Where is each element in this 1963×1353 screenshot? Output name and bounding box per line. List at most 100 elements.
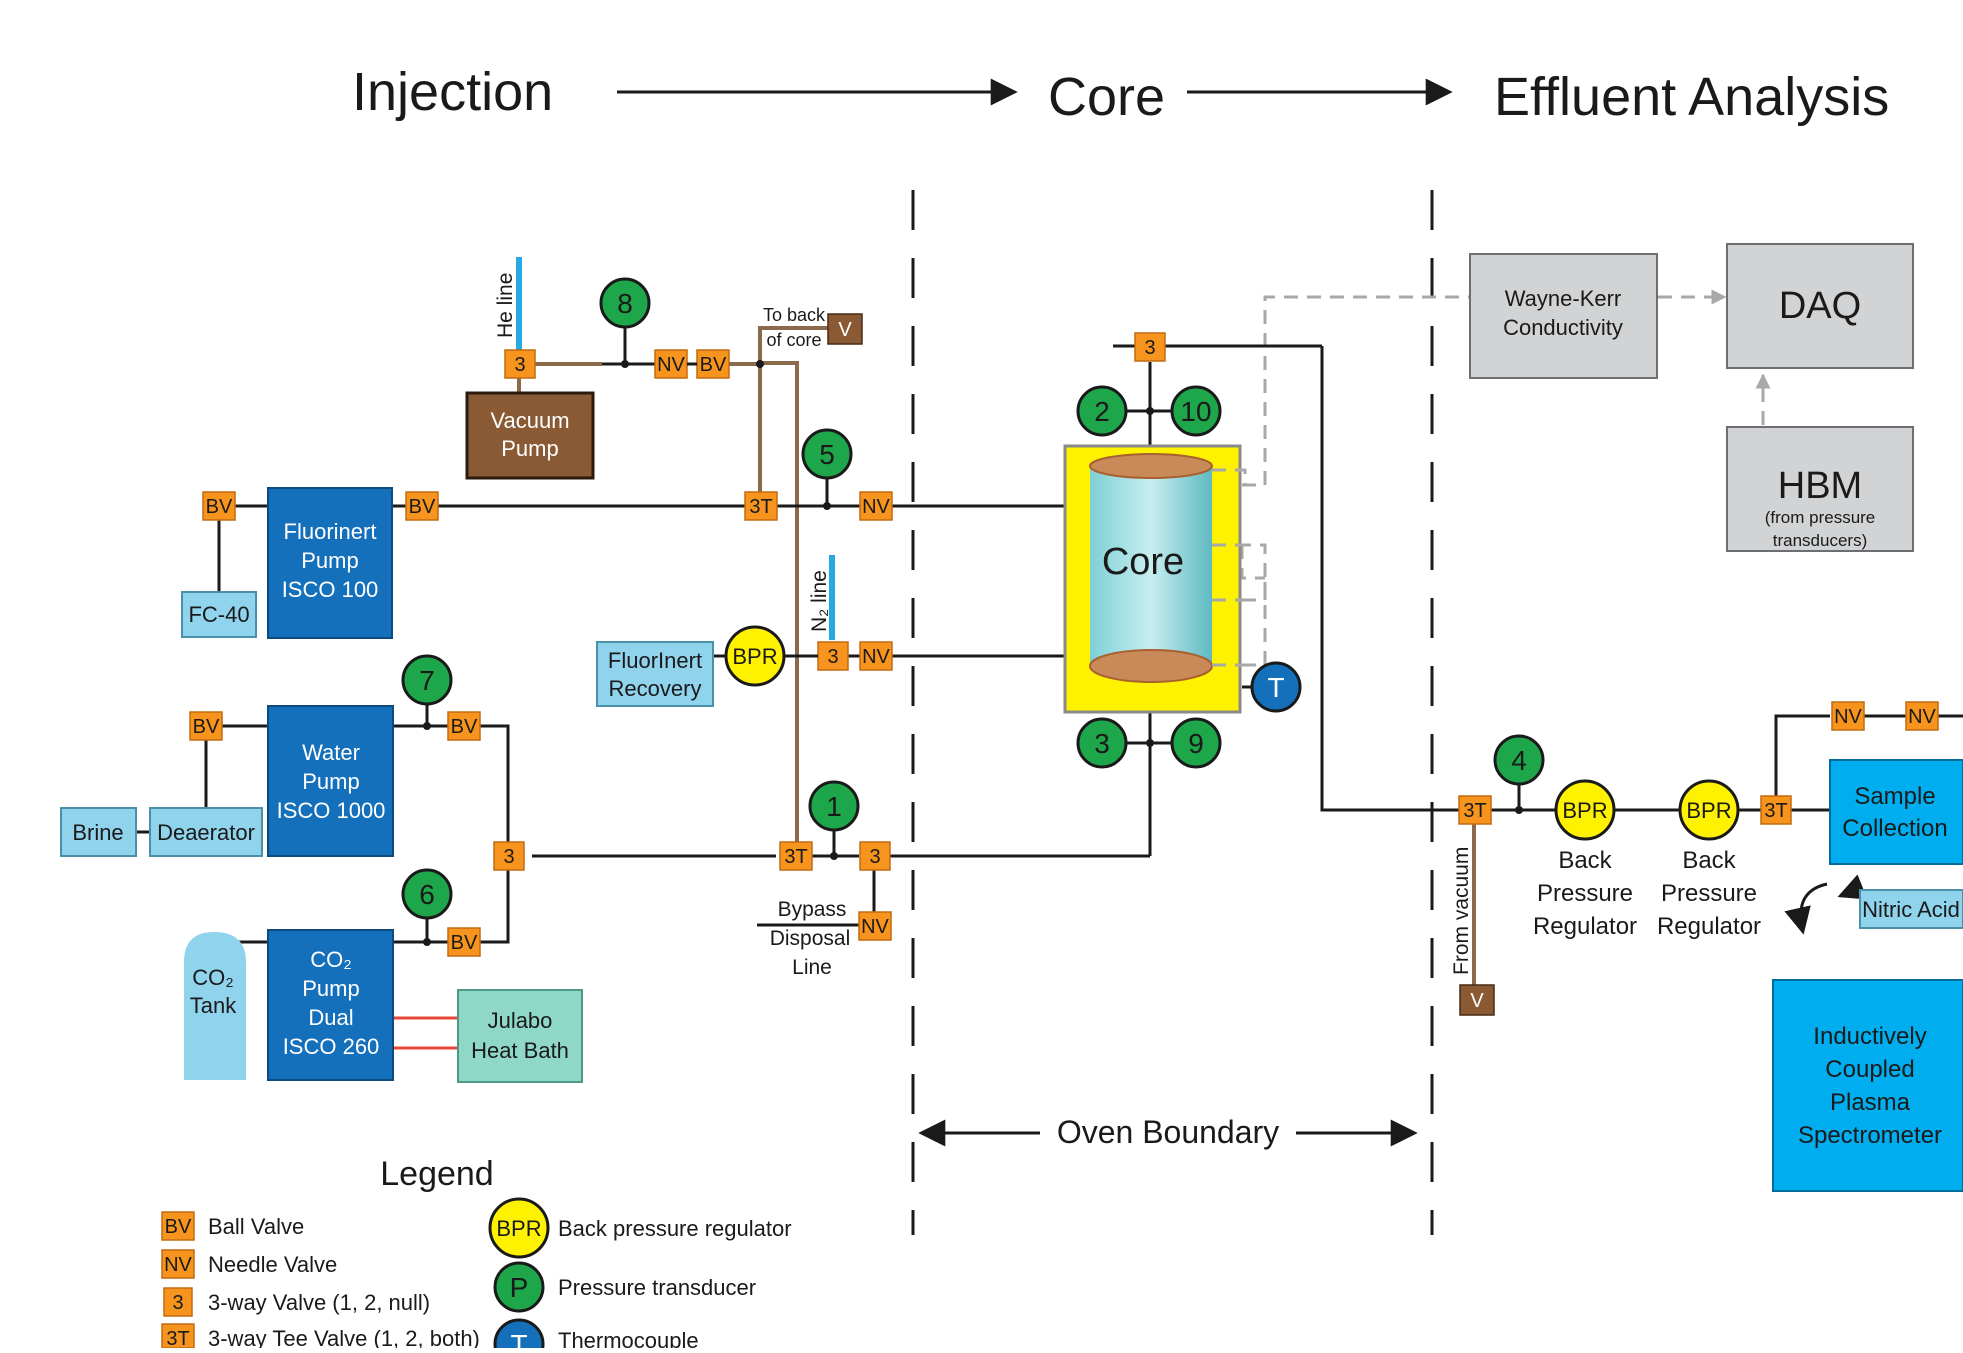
- valve-v-back[interactable]: V: [827, 313, 863, 345]
- valve-bv-water-out[interactable]: BV: [447, 711, 481, 741]
- valve-3-manifold[interactable]: 3: [493, 841, 525, 871]
- svg-text:BV: BV: [700, 354, 727, 376]
- core-cap-bottom: [1089, 649, 1213, 683]
- pressure-transducer-5: 5: [801, 428, 853, 480]
- bpr1-label-3: Regulator: [1533, 913, 1637, 940]
- nitric-acid-arrow: [1784, 882, 1828, 935]
- valve-nv-vacuum[interactable]: NV: [654, 349, 688, 379]
- svg-text:T: T: [1267, 672, 1284, 703]
- svg-text:3T: 3T: [166, 1328, 189, 1348]
- svg-text:6: 6: [419, 879, 435, 910]
- svg-text:V: V: [838, 319, 852, 341]
- icp-label-4: Spectrometer: [1798, 1122, 1942, 1149]
- bpr-recovery[interactable]: BPR: [724, 625, 786, 687]
- valve-3t-fluor[interactable]: 3T: [744, 491, 778, 521]
- nitric-acid-label: Nitric Acid: [1862, 897, 1960, 922]
- valve-3-vacuum[interactable]: 3: [504, 349, 536, 379]
- fluorinert-pump-label-1: Fluorinert: [284, 519, 377, 544]
- svg-text:Ball Valve: Ball Valve: [208, 1214, 304, 1239]
- signal-line-core-mid: [1242, 543, 1267, 602]
- svg-text:3: 3: [503, 846, 514, 868]
- wayne-kerr-box: [1469, 253, 1658, 379]
- junction: [1146, 739, 1154, 747]
- water-pump-label-2: Pump: [302, 769, 359, 794]
- valve-3-feed[interactable]: 3: [859, 841, 891, 871]
- bypass-label-3: Line: [792, 956, 832, 979]
- bpr1-label-2: Pressure: [1537, 880, 1633, 907]
- svg-text:5: 5: [819, 439, 835, 470]
- header-injection: Injection: [352, 62, 553, 122]
- to-back-of-core-line: [758, 326, 828, 363]
- valve-3t-feed[interactable]: 3T: [779, 841, 813, 871]
- to-back-label-2: of core: [766, 330, 821, 350]
- vacuum-pump-label-2: Pump: [501, 436, 558, 461]
- svg-text:BV: BV: [451, 716, 478, 738]
- valve-nv-sample-2[interactable]: NV: [1905, 701, 1939, 731]
- co2-tank-label-2: Tank: [190, 993, 237, 1018]
- he-line-label: He line: [494, 273, 517, 338]
- svg-text:3T: 3T: [749, 496, 772, 518]
- water-pump-label-3: ISCO 1000: [277, 798, 386, 823]
- valve-3-n2[interactable]: 3: [817, 641, 849, 671]
- bypass-label-2: Disposal: [770, 927, 851, 950]
- svg-text:NV: NV: [1834, 706, 1862, 728]
- valve-nv-sample-1[interactable]: NV: [1831, 701, 1865, 731]
- svg-text:NV: NV: [862, 496, 890, 518]
- bpr1-label-1: Back: [1558, 847, 1612, 874]
- svg-text:3T: 3T: [784, 846, 807, 868]
- svg-text:3T: 3T: [1463, 800, 1486, 822]
- hbm-label: HBM: [1778, 465, 1862, 507]
- pressure-transducer-3: 3: [1076, 717, 1128, 769]
- brine-label: Brine: [72, 820, 123, 845]
- valve-bv-water-in[interactable]: BV: [189, 711, 223, 741]
- sample-collection-label-1: Sample: [1854, 783, 1935, 810]
- co2-tank: [184, 932, 246, 1080]
- header-effluent: Effluent Analysis: [1494, 67, 1889, 127]
- valve-nv-recovery[interactable]: NV: [859, 641, 893, 671]
- vacuum-feed-line: [760, 361, 799, 855]
- bpr-effluent-1[interactable]: BPR: [1554, 779, 1616, 841]
- legend-item-3way-tee-valve: 3T 3-way Tee Valve (1, 2, both): [161, 1323, 480, 1351]
- junction: [423, 722, 431, 730]
- svg-text:8: 8: [617, 288, 633, 319]
- svg-text:BV: BV: [165, 1216, 192, 1238]
- co2-pump-label-4: ISCO 260: [283, 1034, 380, 1059]
- valve-v-from-vacuum[interactable]: V: [1459, 984, 1495, 1016]
- valve-3-core-top[interactable]: 3: [1134, 332, 1166, 362]
- fluorinert-pump-label-2: Pump: [301, 548, 358, 573]
- pressure-transducer-10: 10: [1170, 385, 1222, 437]
- line-manifold: [478, 724, 510, 944]
- sample-collection-box: [1829, 759, 1963, 865]
- pressure-transducer-2: 2: [1076, 385, 1128, 437]
- valve-3t-sample[interactable]: 3T: [1760, 795, 1792, 825]
- legend-item-3way-valve: 3 3-way Valve (1, 2, null): [163, 1287, 430, 1317]
- svg-text:BV: BV: [193, 716, 220, 738]
- svg-text:3: 3: [172, 1292, 183, 1314]
- valve-3t-effluent[interactable]: 3T: [1458, 795, 1492, 825]
- valve-bv-fluor-out[interactable]: BV: [405, 491, 439, 521]
- svg-text:3-way Tee Valve (1, 2, both): 3-way Tee Valve (1, 2, both): [208, 1326, 480, 1348]
- daq-box: [1726, 243, 1914, 369]
- julabo-box: [457, 989, 583, 1083]
- svg-text:Thermocouple: Thermocouple: [558, 1328, 699, 1348]
- core-cylinder: [1090, 466, 1212, 666]
- svg-text:NV: NV: [657, 354, 685, 376]
- svg-text:3: 3: [827, 646, 838, 668]
- brine-box: [60, 807, 137, 857]
- valve-nv-fluor[interactable]: NV: [859, 491, 893, 521]
- svg-text:10: 10: [1180, 396, 1211, 427]
- legend-item-pressure-transducer: P Pressure transducer: [493, 1261, 756, 1313]
- deaerator-label: Deaerator: [157, 820, 255, 845]
- valve-bv-vacuum[interactable]: BV: [696, 349, 730, 379]
- bpr-effluent-2[interactable]: BPR: [1678, 779, 1740, 841]
- valve-bv-fc40[interactable]: BV: [202, 491, 236, 521]
- valve-nv-bypass[interactable]: NV: [858, 911, 892, 941]
- valve-bv-co2-out[interactable]: BV: [447, 927, 481, 957]
- bypass-label-1: Bypass: [778, 898, 847, 921]
- fc40-box: [181, 591, 257, 638]
- svg-text:Back pressure regulator: Back pressure regulator: [558, 1216, 792, 1241]
- bpr2-label-1: Back: [1682, 847, 1736, 874]
- pressure-transducer-6: 6: [401, 868, 453, 920]
